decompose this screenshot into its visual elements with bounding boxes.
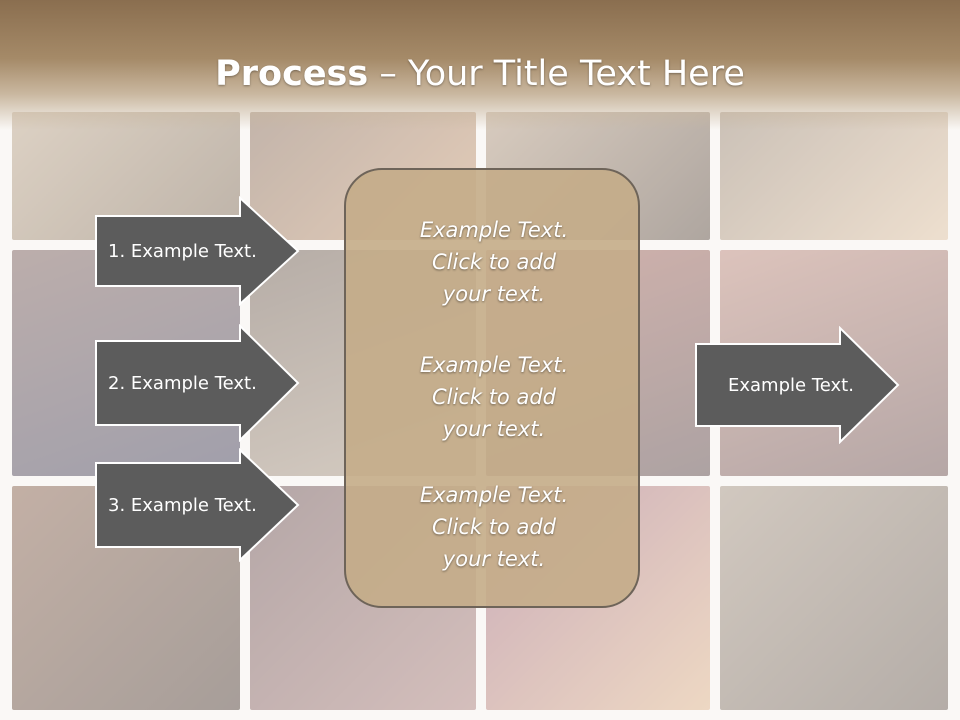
step-arrow-label: 3. Example Text. — [108, 494, 257, 516]
panel-text-block-1[interactable]: Example Text. Click to add your text. — [419, 218, 569, 306]
step-arrow-2[interactable]: 2. Example Text. — [94, 324, 300, 442]
arrow-shape — [95, 324, 300, 442]
arrow-shape — [695, 326, 900, 444]
step-arrow-3[interactable]: 3. Example Text. — [94, 448, 300, 566]
step-arrow-label: 1. Example Text. — [108, 240, 257, 262]
step-arrow-1[interactable]: 1. Example Text. — [94, 196, 300, 306]
title-bold-part: Process — [215, 54, 369, 94]
result-arrow[interactable]: Example Text. — [694, 326, 900, 444]
center-text-panel[interactable]: Example Text. Click to add your text. Ex… — [344, 168, 640, 608]
arrow-shape — [95, 196, 300, 306]
panel-text-block-3[interactable]: Example Text. Click to add your text. — [419, 483, 569, 571]
step-arrow-label: 2. Example Text. — [108, 372, 257, 394]
title-band — [0, 0, 960, 130]
arrow-shape — [95, 448, 300, 563]
panel-text-block-2[interactable]: Example Text. Click to add your text. — [419, 353, 569, 441]
slide-title[interactable]: Process – Your Title Text Here — [0, 52, 960, 96]
result-arrow-label: Example Text. — [728, 374, 854, 396]
title-regular-part: – Your Title Text Here — [368, 54, 745, 94]
